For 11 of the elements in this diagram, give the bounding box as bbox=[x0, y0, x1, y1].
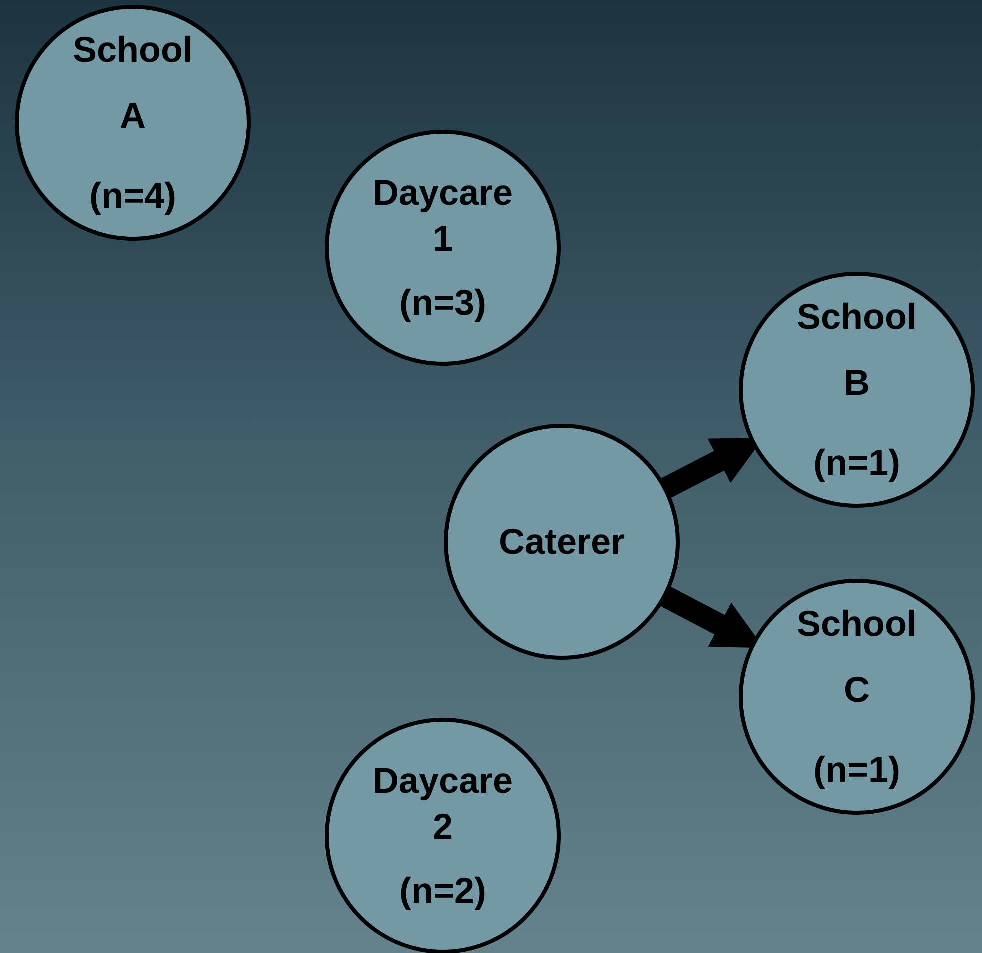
node-label: (n=3) bbox=[398, 281, 488, 325]
node-label: (n=2) bbox=[398, 869, 488, 913]
node-label: (n=1) bbox=[812, 748, 902, 792]
node-label: Daycare 1 bbox=[372, 171, 514, 261]
node-label: School B bbox=[796, 295, 918, 405]
node-label: Caterer bbox=[498, 520, 626, 564]
node-label: (n=4) bbox=[88, 174, 178, 218]
node-label: Daycare 2 bbox=[372, 759, 514, 849]
node-label: (n=1) bbox=[812, 441, 902, 485]
node-label: School A bbox=[72, 28, 194, 138]
node-label: School C bbox=[796, 602, 918, 712]
